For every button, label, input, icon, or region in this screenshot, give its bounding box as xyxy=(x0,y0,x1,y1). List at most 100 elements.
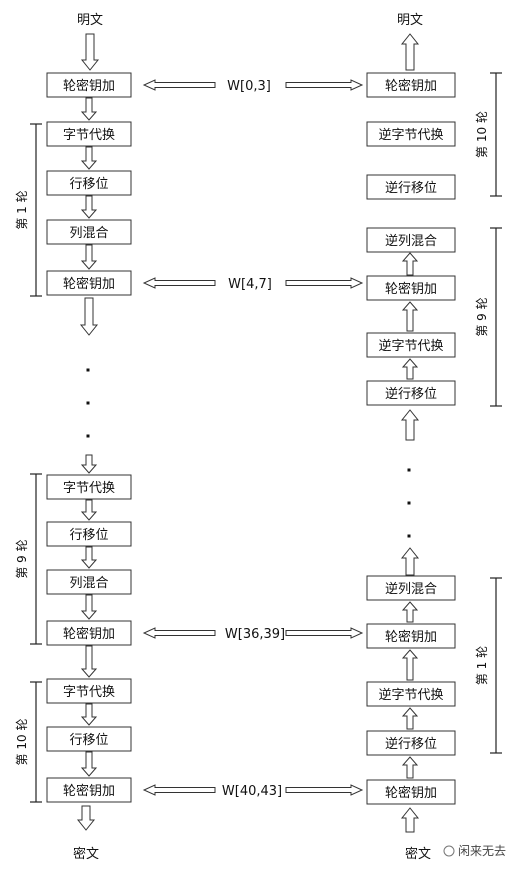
left-box-2-frame xyxy=(46,121,132,147)
left-top-plaintext-label: 明文 xyxy=(77,13,103,28)
ellipsis-dot-5 xyxy=(407,501,411,505)
right-box-2-label: 逆字节代换 xyxy=(378,127,443,143)
right-box-9: 轮密钥加 xyxy=(366,623,456,649)
left-round-1-bracket-label: 第 1 轮 xyxy=(15,190,29,229)
left-round-1-bracket: 第 1 轮 xyxy=(15,123,42,297)
left-box-7: 行移位 xyxy=(46,521,132,547)
left-box-7-label: 行移位 xyxy=(69,528,108,543)
right-box-7-frame xyxy=(366,380,456,406)
round-key-label-1: W[0,3] xyxy=(227,79,271,94)
right-box-3: 逆行移位 xyxy=(366,174,456,200)
right-input-arrow xyxy=(400,807,420,833)
ellipsis-dot-6 xyxy=(407,534,411,538)
right-box-12: 轮密钥加 xyxy=(366,779,456,805)
left-box-12-frame xyxy=(46,777,132,803)
left-arrow-2 xyxy=(80,146,98,170)
left-round-10-bracket: 第 10 轮 xyxy=(15,681,42,803)
right-box-11: 逆行移位 xyxy=(366,730,456,756)
left-box-11: 行移位 xyxy=(46,726,132,752)
right-arrow-4 xyxy=(400,409,420,441)
round-key-label-4: W[40,43] xyxy=(222,784,282,799)
round-key-label-3: W[36,39] xyxy=(225,627,285,642)
right-arrow-5 xyxy=(400,547,420,576)
key-arrow-left-1 xyxy=(142,79,216,91)
left-box-1-frame xyxy=(46,72,132,98)
left-arrow-11 xyxy=(80,703,98,726)
left-arrow-1 xyxy=(80,97,98,121)
right-box-6: 逆字节代换 xyxy=(366,332,456,358)
watermark: 闲来无去 xyxy=(443,844,506,858)
right-bottom-ciphertext-label: 密文 xyxy=(405,846,431,862)
right-box-10-frame xyxy=(366,681,456,707)
right-box-2: 逆字节代换 xyxy=(366,121,456,147)
key-arrow-right-4 xyxy=(285,784,364,796)
left-box-9: 轮密钥加 xyxy=(46,620,132,646)
ellipsis-dot-2 xyxy=(86,401,90,405)
right-box-1-label: 轮密钥加 xyxy=(385,78,437,94)
right-box-7: 逆行移位 xyxy=(366,380,456,406)
right-box-7-label: 逆行移位 xyxy=(385,386,437,402)
right-box-10-label: 逆字节代换 xyxy=(378,687,443,703)
left-arrow-12 xyxy=(80,751,98,777)
left-arrow-4 xyxy=(80,244,98,270)
right-box-4: 逆列混合 xyxy=(366,227,456,253)
right-top-plaintext-label: 明文 xyxy=(397,13,423,28)
right-box-12-label: 轮密钥加 xyxy=(385,785,437,801)
right-box-4-label: 逆列混合 xyxy=(385,233,437,249)
left-input-arrow xyxy=(80,33,100,71)
left-arrow-9 xyxy=(80,594,98,620)
right-box-11-label: 逆行移位 xyxy=(385,736,437,752)
left-arrow-8 xyxy=(80,546,98,569)
left-box-5: 轮密钥加 xyxy=(46,270,132,296)
right-box-12-frame xyxy=(366,779,456,805)
right-box-8-frame xyxy=(366,575,456,601)
right-box-9-frame xyxy=(366,623,456,649)
left-box-5-frame xyxy=(46,270,132,296)
left-box-5-label: 轮密钥加 xyxy=(63,276,115,292)
left-box-8-frame xyxy=(46,569,132,595)
right-arrow-2 xyxy=(401,301,419,332)
left-box-12-label: 轮密钥加 xyxy=(63,783,115,799)
right-arrow-9 xyxy=(401,756,419,779)
watermark-logo-icon xyxy=(443,845,455,857)
right-arrow-6 xyxy=(401,601,419,623)
key-arrow-right-1 xyxy=(285,79,364,91)
key-arrow-right-3 xyxy=(285,627,364,639)
right-box-11-frame xyxy=(366,730,456,756)
left-box-3-label: 行移位 xyxy=(69,177,108,192)
right-arrow-8 xyxy=(401,707,419,730)
left-box-7-frame xyxy=(46,521,132,547)
left-arrow-10 xyxy=(80,645,98,678)
right-box-3-label: 逆行移位 xyxy=(385,180,437,196)
left-box-2: 字节代换 xyxy=(46,121,132,147)
left-box-6-frame xyxy=(46,474,132,500)
left-box-1-label: 轮密钥加 xyxy=(63,78,115,94)
left-round-9-bracket: 第 9 轮 xyxy=(15,473,42,645)
left-box-3-frame xyxy=(46,170,132,196)
left-box-12: 轮密钥加 xyxy=(46,777,132,803)
ellipsis-dot-3 xyxy=(86,434,90,438)
right-output-arrow xyxy=(400,33,420,71)
right-round-1-bracket-label: 第 1 轮 xyxy=(475,646,489,685)
right-box-8-label: 逆列混合 xyxy=(385,581,437,597)
round-key-label-2: W[4,7] xyxy=(228,277,272,292)
right-round-9-bracket: 第 9 轮 xyxy=(475,227,502,407)
right-round-10-bracket-label: 第 10 轮 xyxy=(475,111,489,158)
left-box-3: 行移位 xyxy=(46,170,132,196)
left-output-arrow xyxy=(76,805,96,831)
left-round-10-bracket-label: 第 10 轮 xyxy=(15,719,29,766)
left-arrow-5 xyxy=(79,297,99,336)
left-box-10-frame xyxy=(46,678,132,704)
key-arrow-left-2 xyxy=(142,277,216,289)
left-box-2-label: 字节代换 xyxy=(63,128,115,143)
left-box-4-label: 列混合 xyxy=(69,226,108,241)
left-box-10: 字节代换 xyxy=(46,678,132,704)
left-box-6-label: 字节代换 xyxy=(63,481,115,496)
ellipsis-dot-1 xyxy=(86,368,90,372)
right-box-2-frame xyxy=(366,121,456,147)
right-box-4-frame xyxy=(366,227,456,253)
right-box-3-frame xyxy=(366,174,456,200)
left-box-8-label: 列混合 xyxy=(69,576,108,591)
key-arrow-left-3 xyxy=(142,627,216,639)
